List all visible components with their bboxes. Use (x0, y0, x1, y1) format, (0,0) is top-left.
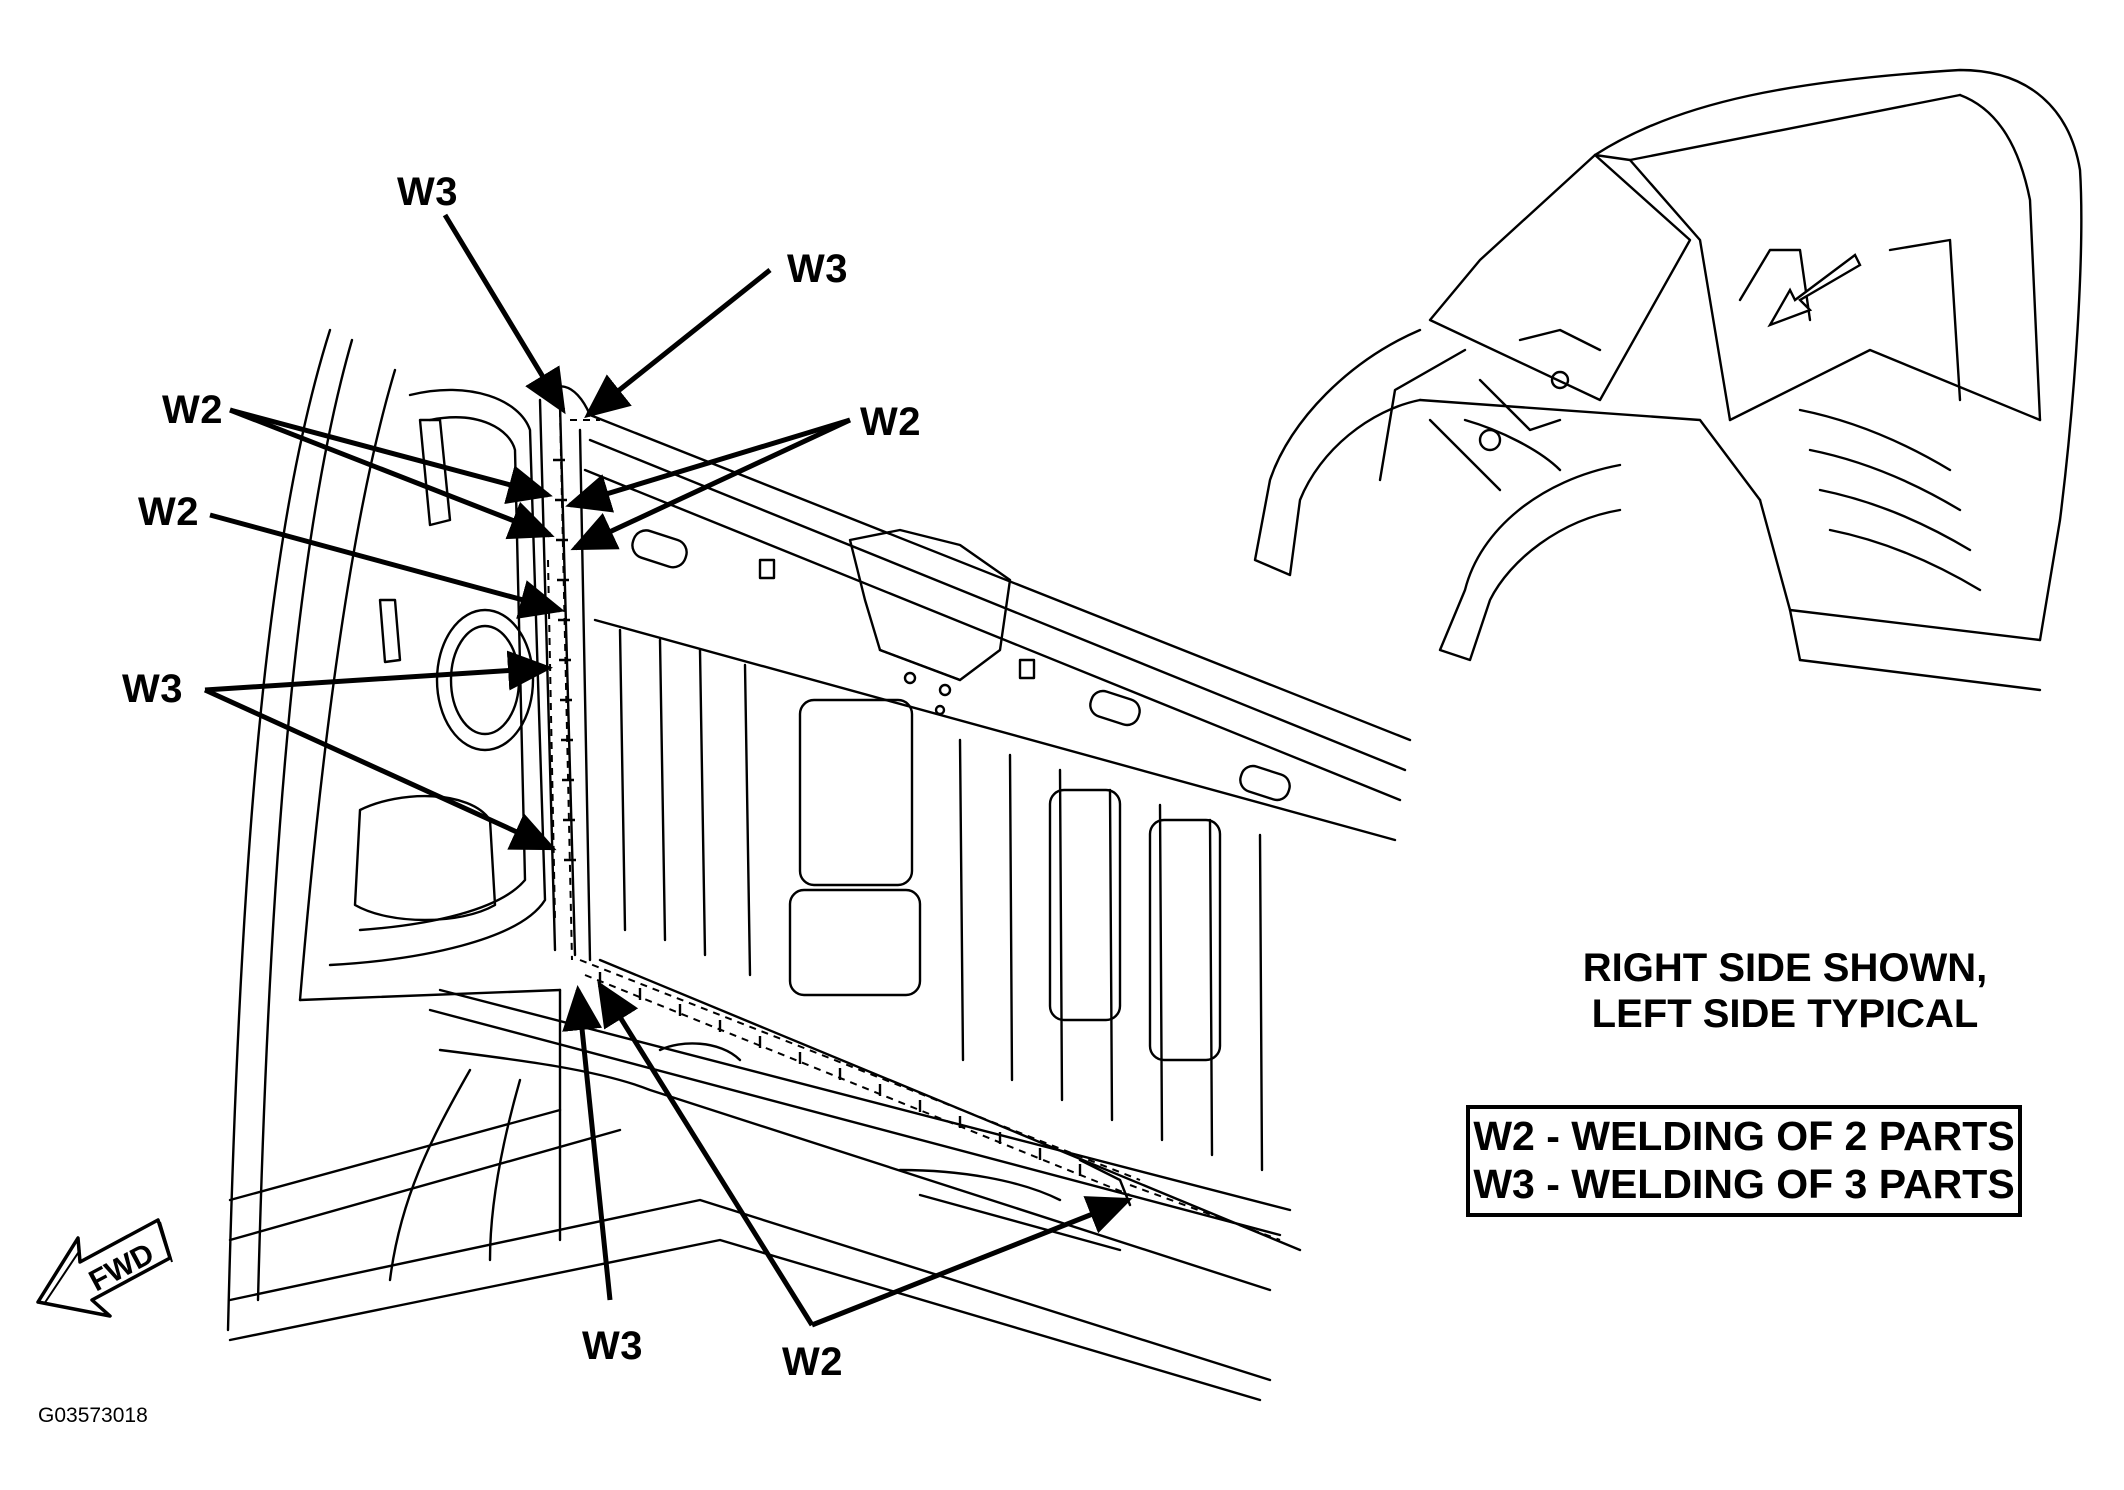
figure-id: G03573018 (38, 1404, 148, 1427)
callout-w3-mid-left: W3 (122, 667, 183, 711)
cab-overview-inset (1253, 68, 2083, 692)
side-note: RIGHT SIDE SHOWN, LEFT SIDE TYPICAL (1440, 945, 2124, 1037)
callout-w2-upper-left: W2 (162, 388, 223, 432)
weld-legend: W2 - WELDING OF 2 PARTS W3 - WELDING OF … (1466, 1105, 2022, 1217)
callout-w2-bottom: W2 (782, 1340, 843, 1384)
legend-w2: W2 - WELDING OF 2 PARTS (1473, 1113, 2015, 1159)
callout-w2-mid-left: W2 (138, 490, 199, 534)
callout-w3-bottom: W3 (582, 1324, 643, 1368)
callout-w3-top-right: W3 (787, 247, 848, 291)
weld-seams (547, 409, 1281, 1241)
inset-location-arrow (1767, 253, 1862, 328)
legend-w3: W3 - WELDING OF 3 PARTS (1473, 1161, 2015, 1207)
weld-spot-marks (553, 458, 1082, 1176)
callout-arrows (203, 213, 1133, 1328)
cab-body-drawing (226, 328, 1412, 1402)
callout-w3-top-left: W3 (397, 170, 458, 214)
note-line-1: RIGHT SIDE SHOWN, (1582, 946, 1988, 990)
note-line-2: LEFT SIDE TYPICAL (1591, 992, 1979, 1036)
fwd-arrow-icon: FWD (36, 1218, 173, 1318)
callout-w2-upper-right: W2 (860, 400, 921, 444)
